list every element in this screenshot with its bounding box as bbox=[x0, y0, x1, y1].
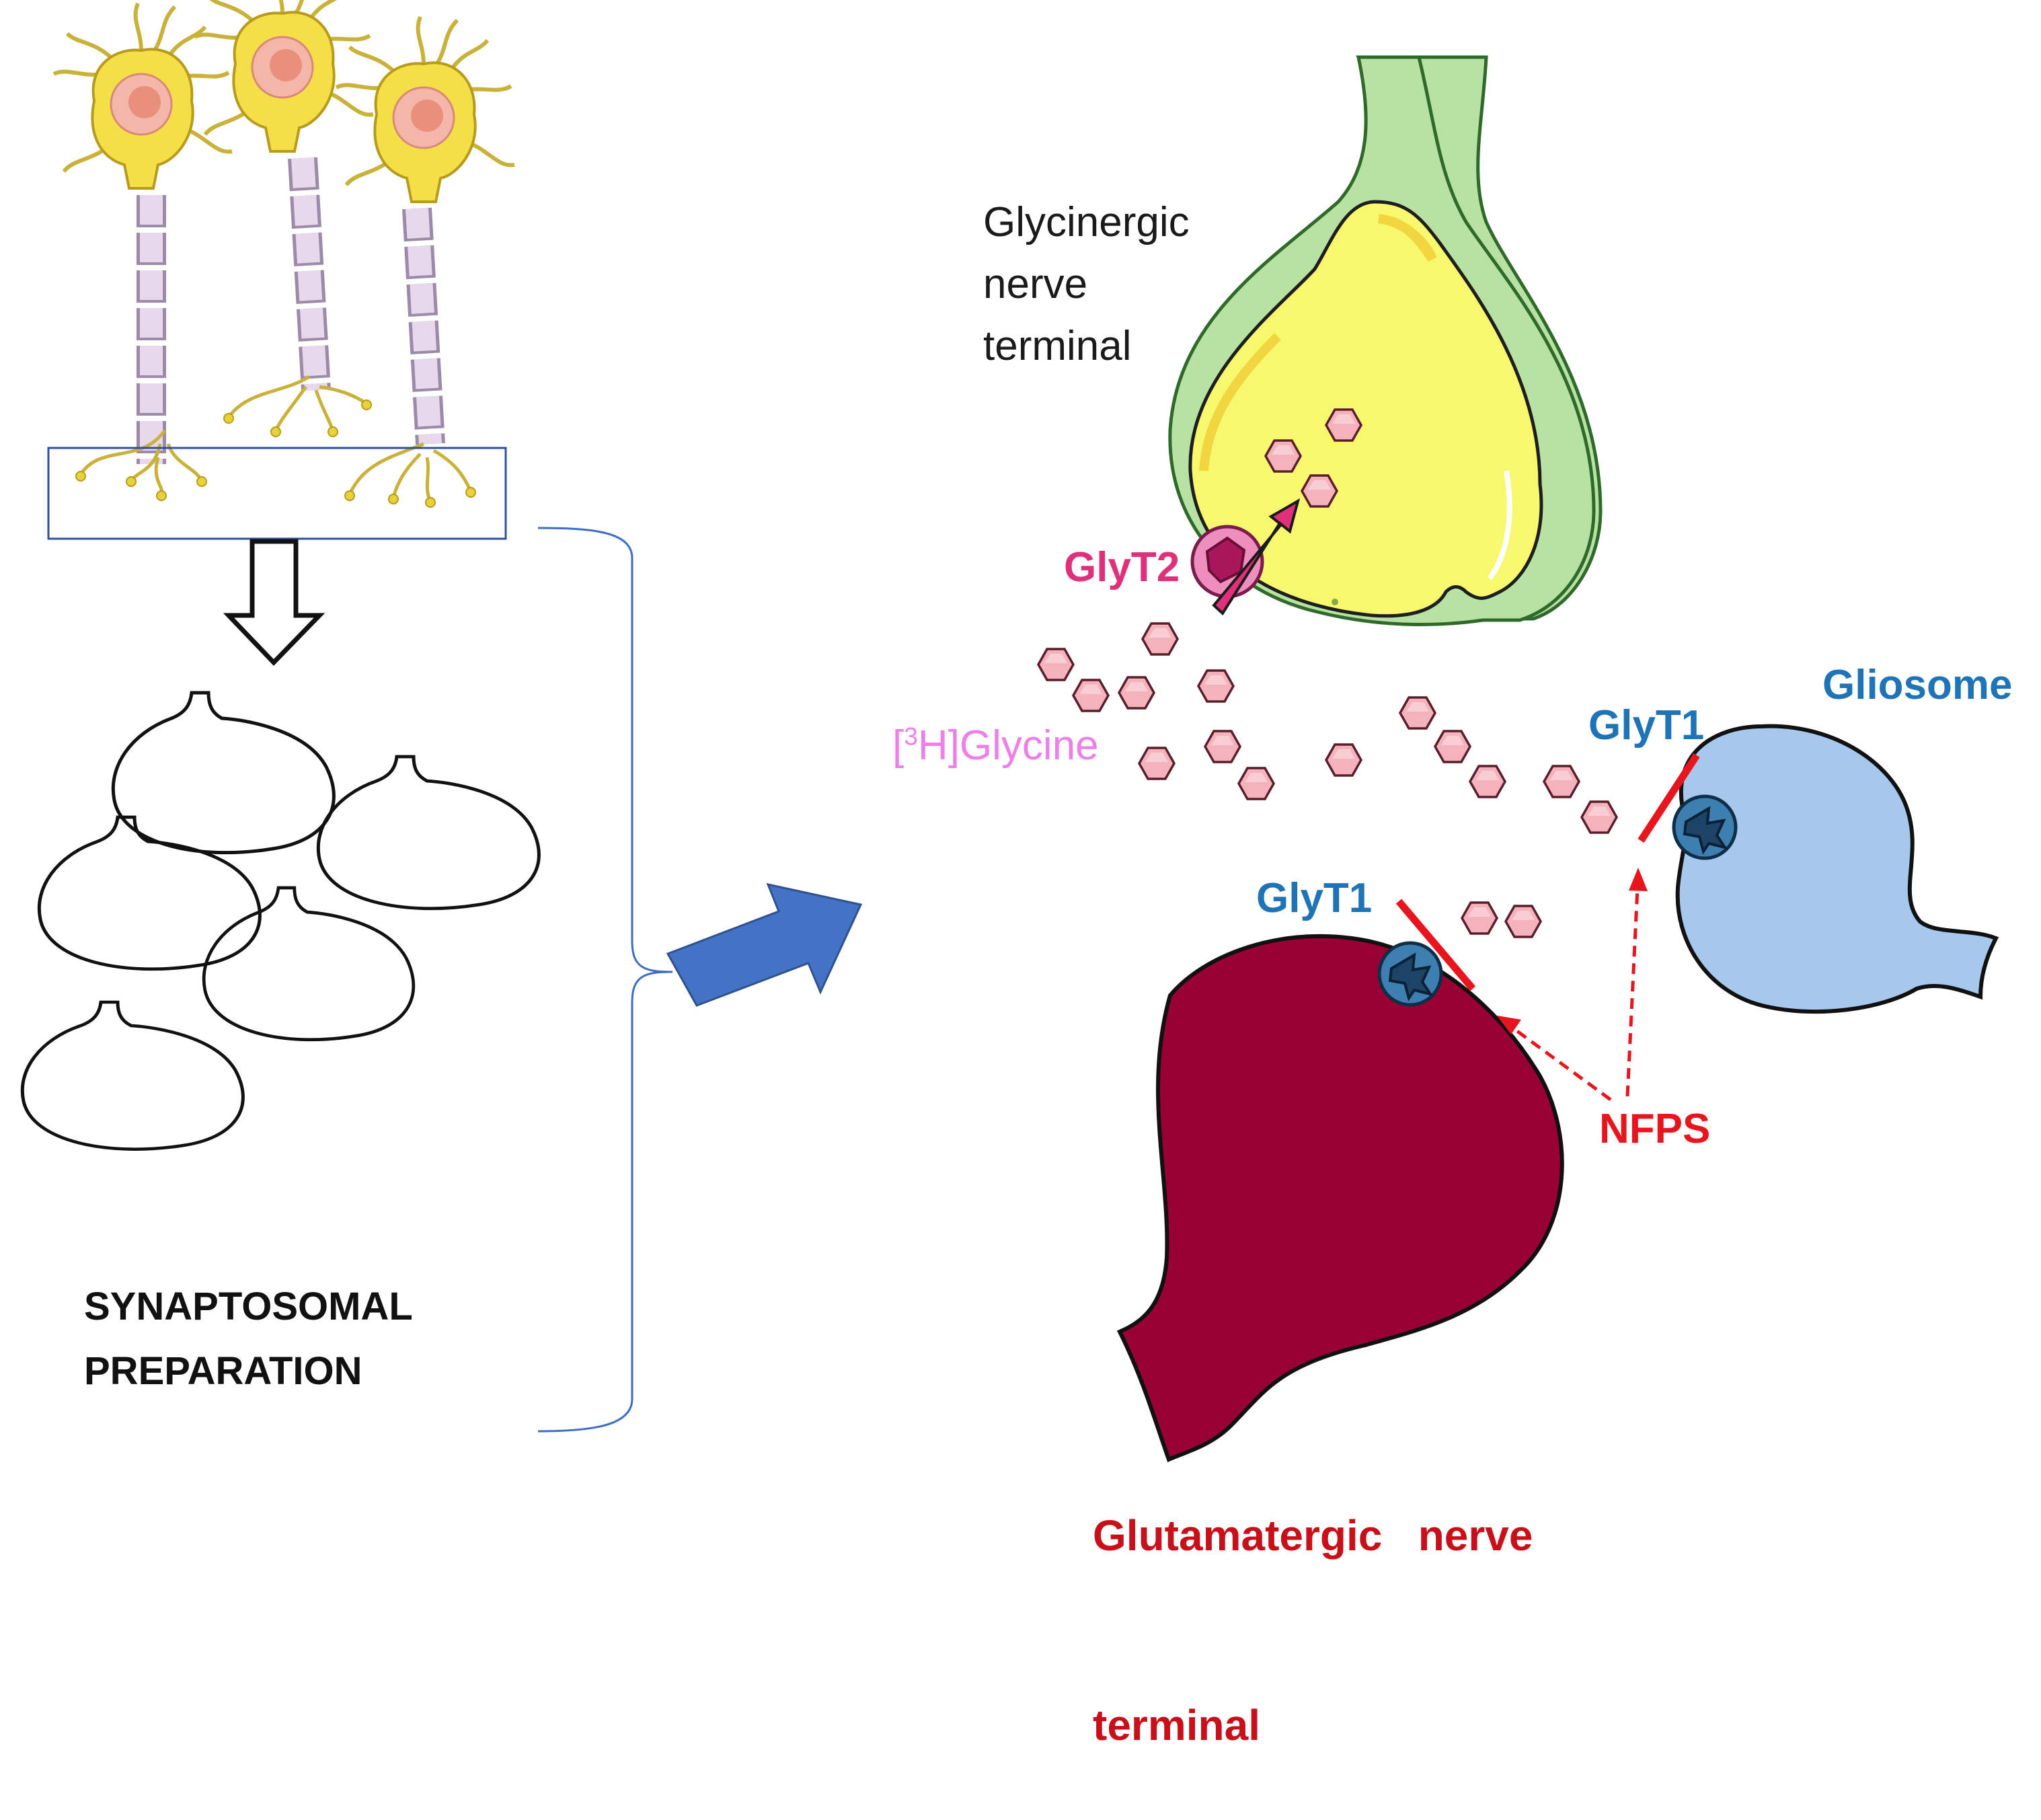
glycine-molecule-icon bbox=[1301, 474, 1338, 508]
glyt1-glutamatergic-transporter-icon bbox=[1379, 899, 1476, 1005]
glycine-molecule-icon bbox=[1264, 439, 1302, 473]
glycinergic-label-line1: Glycinergic bbox=[983, 199, 1190, 245]
glycine-molecule-icon bbox=[1469, 765, 1506, 798]
glycine-molecule-icon bbox=[1504, 905, 1542, 938]
glycine-molecule-icon bbox=[1237, 767, 1275, 800]
synaptosomal-preparation-label: SYNAPTOSOMAL PREPARATION bbox=[84, 1275, 413, 1404]
glutamatergic-label-line2: terminal bbox=[1093, 1701, 1260, 1749]
glycine-molecule-icon bbox=[1037, 648, 1075, 681]
gliosome-label: Gliosome bbox=[1822, 662, 2013, 708]
synaptosomal-label-line1: SYNAPTOSOMAL bbox=[84, 1285, 413, 1328]
neuron-1-icon bbox=[54, 3, 232, 496]
synaptosome-3 bbox=[39, 817, 260, 969]
glutamatergic-glyt1-label: GlyT1 bbox=[1256, 875, 1373, 921]
glycine-molecule-icon bbox=[1325, 408, 1362, 442]
synaptosomal-label-line2: PREPARATION bbox=[84, 1349, 362, 1393]
hollow-down-arrow-icon bbox=[223, 539, 325, 667]
glyt2-uptake-arrow-icon bbox=[1212, 498, 1301, 616]
right-brace bbox=[537, 527, 673, 1433]
synaptosome-1 bbox=[113, 693, 334, 853]
glyt2-transporter-icon bbox=[1190, 498, 1301, 616]
gliosome-glyt1-label: GlyT1 bbox=[1588, 702, 1705, 749]
glyt2-label: GlyT2 bbox=[1064, 544, 1180, 591]
glycine-molecule-icon bbox=[1141, 622, 1179, 656]
glycine-molecule-icon bbox=[1399, 696, 1436, 730]
neuron-2-icon bbox=[195, 0, 373, 432]
glutamatergic-label-line1: Glutamatergic nerve bbox=[1093, 1511, 1533, 1560]
glycine-molecule-icon bbox=[1204, 730, 1241, 763]
synaptosome-outlines bbox=[22, 693, 539, 1149]
synaptosome-2 bbox=[318, 757, 539, 909]
glutamatergic-label: Glutamatergic nerve terminal bbox=[1093, 1377, 1533, 1820]
synaptosome-4 bbox=[204, 888, 414, 1040]
glycine-molecule-icon bbox=[1138, 747, 1176, 780]
selection-box bbox=[47, 447, 507, 540]
glycine-molecule-icon bbox=[1580, 800, 1618, 834]
nfps-label: NFPS bbox=[1599, 1106, 1711, 1152]
synaptosome-diagram bbox=[0, 0, 1999, 1463]
glycinergic-label: Glycinergic nerve terminal bbox=[983, 192, 1190, 377]
glycine-molecule-icon bbox=[1434, 730, 1471, 763]
nfps-arrows bbox=[1497, 868, 1648, 1102]
glycine-superscript: 3 bbox=[904, 722, 918, 751]
inhibition-bar-icon bbox=[1638, 753, 1700, 843]
neuron-illustrations bbox=[47, 0, 514, 540]
glycine-molecule-icon bbox=[1325, 743, 1362, 777]
glycine-bracket: [ bbox=[892, 722, 904, 769]
glycine-molecule-icon bbox=[1543, 765, 1580, 798]
glycine-text: H]Glycine bbox=[917, 722, 1099, 769]
inhibition-bar-icon bbox=[1395, 899, 1476, 991]
glycinergic-label-line3: terminal bbox=[983, 323, 1132, 369]
glycinergic-label-line2: nerve bbox=[983, 261, 1088, 307]
glycine-label: [3H]Glycine bbox=[892, 720, 1099, 772]
glycine-molecule-icon bbox=[1461, 901, 1498, 935]
glycine-molecule-icon bbox=[1197, 669, 1235, 703]
gliosome-cell bbox=[1675, 724, 1999, 1014]
glycine-molecule-icon bbox=[1072, 679, 1110, 712]
glyt1-gliosome-transporter-icon bbox=[1638, 753, 1736, 858]
neuron-3-icon bbox=[336, 17, 514, 502]
blue-block-arrow-icon bbox=[666, 882, 863, 1007]
glycine-molecule-icon bbox=[1118, 676, 1155, 710]
synaptosome-5 bbox=[22, 1002, 243, 1149]
